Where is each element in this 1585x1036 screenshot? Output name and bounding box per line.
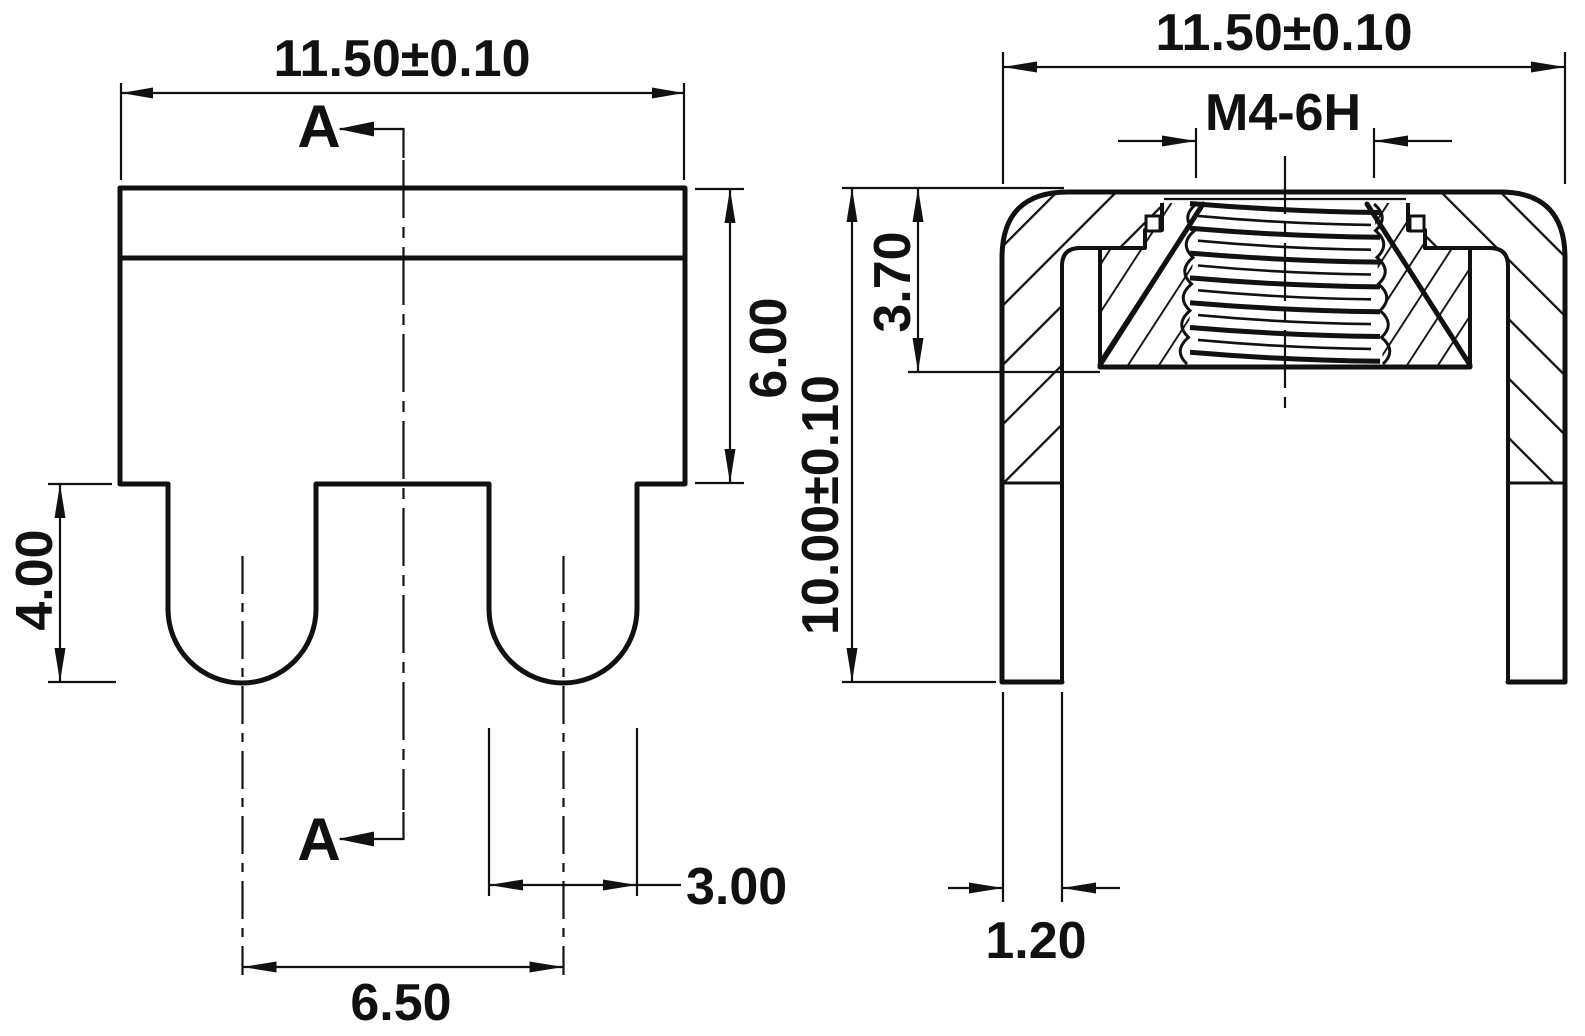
section-view: 11.50±0.10 M4-6H 10.00±0.10 3 [792,4,1568,970]
section-dim-overall-height: 10.00±0.10 [792,186,1064,684]
section-dim-insert-depth: 3.70 [864,188,1100,374]
front-dim-width: 11.50±0.10 [119,30,686,180]
front-dim-leg-width: 3.00 [487,728,787,916]
shell-outer-outline [999,189,1568,685]
section-label-bottom: A [297,806,340,873]
section-dim-width-text: 11.50±0.10 [1155,4,1412,62]
section-dim-pin-thickness-text: 1.20 [985,912,1086,970]
nut-chamfer-left [1097,201,1206,368]
section-arrow-top: A [297,93,405,160]
front-dim-leg-length: 4.00 [6,482,116,684]
front-dim-leg-width-text: 3.00 [686,858,787,916]
front-dim-leg-pitch-text: 6.50 [350,974,451,1032]
front-dim-leg-pitch: 6.50 [242,961,564,1032]
section-dim-width: 11.50±0.10 [1001,4,1567,184]
section-dim-thread-text: M4-6H [1205,84,1361,142]
section-dim-thread: M4-6H [1118,84,1452,178]
front-body-outline [117,185,688,686]
shell-inner-right [1406,203,1510,682]
section-dim-pin-thickness: 1.20 [948,692,1120,970]
thread-edges [1178,202,1392,366]
crimp-tab-left [1144,214,1162,233]
front-dim-height-text: 6.00 [740,297,798,398]
front-view: A A 11.50±0.10 6.00 [6,30,798,1032]
crimp-tab-right [1408,214,1426,233]
section-dim-overall-height-text: 10.00±0.10 [792,375,850,635]
shell-inner-left [1060,203,1164,682]
section-label-top: A [297,93,340,160]
front-dim-width-text: 11.50±0.10 [273,30,530,88]
section-arrow-bottom: A [297,806,405,873]
front-dim-height: 6.00 [695,187,798,485]
section-dim-insert-depth-text: 3.70 [864,231,922,332]
front-dim-leg-length-text: 4.00 [6,529,64,630]
nut-chamfer-right [1364,201,1473,368]
